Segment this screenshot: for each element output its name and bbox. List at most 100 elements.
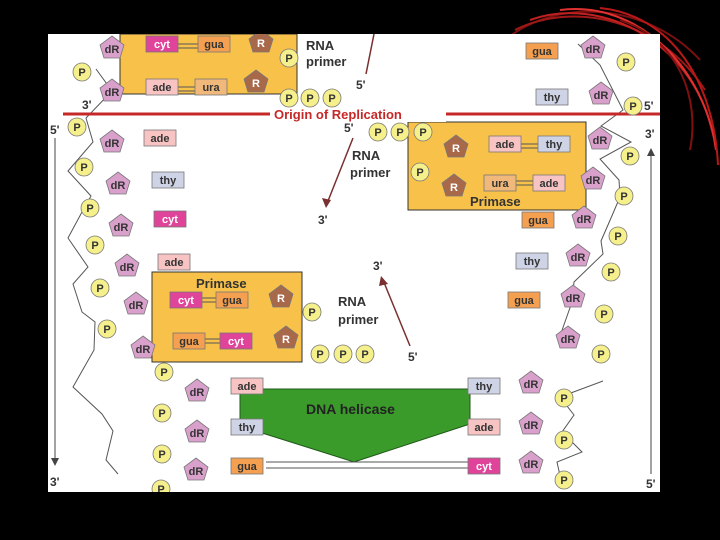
deoxyribose-pentagon (183, 457, 209, 481)
base-gua (230, 457, 264, 475)
phosphate-label: P (396, 127, 403, 139)
base-ade (488, 135, 522, 153)
base-ura-label: ura (202, 82, 220, 94)
phosphate-circle (591, 344, 611, 364)
base-thy (537, 135, 571, 153)
base-ade-label: ade (153, 82, 172, 94)
phosphate-label: P (160, 367, 167, 379)
ribose-pentagon (441, 173, 467, 197)
phosphate-label: P (626, 151, 633, 163)
rna-primer-bottom-2: primer (338, 312, 378, 327)
base-ade-label: ade (496, 139, 515, 151)
bottom-primer-5-label: 5' (408, 350, 418, 364)
deoxyribose-label: dR (561, 334, 576, 346)
bottom-primer-3-label: 3' (373, 259, 383, 273)
base-ade (532, 174, 566, 192)
deoxyribose-label: dR (190, 428, 205, 440)
phosphate-circle (154, 362, 174, 382)
deoxyribose-pentagon (518, 370, 544, 394)
base-ade (143, 129, 177, 147)
phosphate-circle (554, 470, 574, 490)
base-cyt (145, 35, 179, 53)
base-thy (467, 377, 501, 395)
phosphate-circle (333, 344, 353, 364)
phosphate-circle (151, 479, 171, 492)
base-gua (521, 211, 555, 229)
phosphate-label: P (316, 349, 323, 361)
dna-replication-diagram: Primase Primase Origin of Replication RN… (50, 34, 660, 492)
rna-primer-middle-2: primer (350, 165, 390, 180)
phosphate-circle (152, 403, 172, 423)
origin-label-bg (270, 106, 446, 122)
phosphate-circle (85, 235, 105, 255)
base-thy-label: thy (544, 92, 561, 104)
deoxyribose-pentagon (565, 243, 591, 267)
phosphate-circle (623, 96, 643, 116)
phosphate-label: P (560, 475, 567, 487)
deoxyribose-label: dR (593, 135, 608, 147)
mid-primer-5-label: 5' (344, 121, 354, 135)
primase-right-label: Primase (470, 194, 521, 209)
base-thy-label: thy (546, 139, 563, 151)
base-thy (230, 418, 264, 436)
base-thy (151, 171, 185, 189)
phosphate-label: P (339, 349, 346, 361)
phosphate-circle (152, 444, 172, 464)
phosphate-label: P (157, 484, 164, 492)
deoxyribose-pentagon (588, 81, 614, 105)
left-upper-3-label: 3' (82, 98, 92, 112)
phosphate-label: P (78, 67, 85, 79)
deoxyribose-label: dR (190, 387, 205, 399)
phosphate-label: P (158, 449, 165, 461)
phosphate-circle (67, 117, 87, 137)
phosphate-label: P (607, 267, 614, 279)
ribose-pentagon (268, 284, 294, 308)
base-cyt (219, 332, 253, 350)
phosphate-label: P (328, 93, 335, 105)
phosphate-label: P (620, 191, 627, 203)
deoxyribose-label: dR (524, 459, 539, 471)
deoxyribose-pentagon (580, 35, 606, 59)
primase-left-label: Primase (196, 276, 247, 291)
ribose-pentagon (273, 325, 299, 349)
phosphate-circle (355, 344, 375, 364)
ribose-label: R (452, 143, 460, 155)
base-gua-label: gua (532, 46, 552, 58)
phosphate-label: P (361, 349, 368, 361)
base-ade-label: ade (475, 422, 494, 434)
deoxyribose-label: dR (105, 87, 120, 99)
base-gua-label: gua (204, 39, 224, 51)
right-top-3-label: 3' (645, 127, 655, 141)
base-ura (194, 78, 228, 96)
bottom-base-pairs (266, 461, 468, 469)
ribose-label: R (277, 293, 285, 305)
base-gua (197, 35, 231, 53)
base-gua-label: gua (222, 295, 242, 307)
helicase-label: DNA helicase (306, 401, 395, 417)
deoxyribose-pentagon (99, 129, 125, 153)
phosphate-circle (279, 48, 299, 68)
ribose-pentagon (443, 134, 469, 158)
mid-primer-arrowhead (322, 198, 331, 208)
mid-primer-3-label: 3' (318, 213, 328, 227)
deoxyribose-label: dR (586, 175, 601, 187)
deoxyribose-pentagon (99, 78, 125, 102)
top-primer-arrow (365, 34, 375, 75)
deoxyribose-pentagon (105, 171, 131, 195)
base-cyt-label: cyt (228, 336, 244, 348)
phosphate-circle (322, 88, 342, 108)
phosphate-label: P (306, 93, 313, 105)
phosphate-circle (554, 430, 574, 450)
deoxyribose-pentagon (571, 205, 597, 229)
phosphate-circle (616, 52, 636, 72)
base-gua (215, 291, 249, 309)
phosphate-circle (279, 88, 299, 108)
left-bottom-3-label: 3' (50, 475, 60, 489)
phosphate-label: P (158, 408, 165, 420)
diagram-panel: Primase Primase Origin of Replication RN… (48, 34, 660, 492)
phosphate-label: P (308, 307, 315, 319)
phosphate-label: P (629, 101, 636, 113)
ribose-pentagon (248, 34, 274, 53)
